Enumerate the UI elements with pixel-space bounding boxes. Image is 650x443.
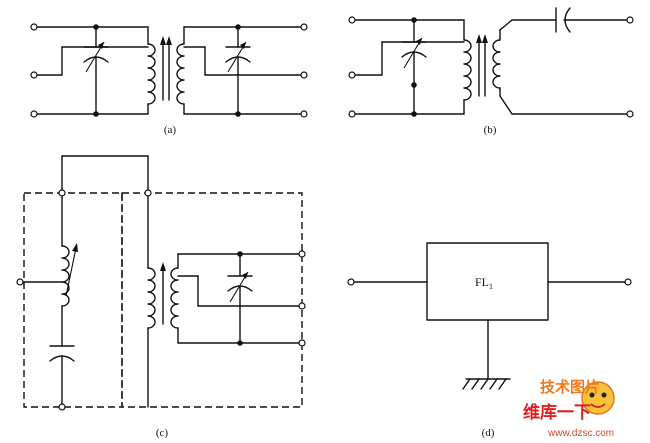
terminal xyxy=(300,110,308,118)
caption-a: (a) xyxy=(164,124,177,136)
caption-b: (b) xyxy=(484,124,497,136)
terminal xyxy=(144,189,152,197)
watermark-logo: 技术图片 维库一下 www.dzsc.com xyxy=(523,378,615,439)
circuit-d: FL1 (d) xyxy=(347,242,632,439)
capacitor-left-a xyxy=(83,26,109,115)
ground-icon xyxy=(462,378,511,390)
capacitor-right-a xyxy=(225,26,251,115)
terminal xyxy=(58,189,66,197)
watermark-top-text: 技术图片 xyxy=(540,378,600,396)
terminal xyxy=(30,71,38,79)
watermark-url: www.dzsc.com xyxy=(547,428,614,439)
dashed-enclosure-left xyxy=(23,192,123,408)
terminal xyxy=(347,278,355,286)
capacitor-b xyxy=(401,19,427,115)
circuit-b: (b) xyxy=(348,7,634,136)
terminal xyxy=(348,16,356,24)
terminal xyxy=(298,302,306,310)
terminal xyxy=(298,250,306,258)
terminal xyxy=(626,110,634,118)
dashed-enclosure-right xyxy=(121,192,303,408)
capacitor-c-right xyxy=(227,253,253,344)
series-capacitor-b xyxy=(555,7,629,33)
circuit-c: (c) xyxy=(16,155,306,439)
filter-label: FL1 xyxy=(475,275,493,291)
terminal xyxy=(300,23,308,31)
terminal xyxy=(298,339,306,347)
circuit-a: (a) xyxy=(30,23,308,136)
terminal xyxy=(300,71,308,79)
caption-d: (d) xyxy=(482,427,495,439)
terminal xyxy=(348,71,356,79)
terminal xyxy=(16,278,24,286)
terminal xyxy=(58,403,66,411)
terminal xyxy=(348,110,356,118)
terminal xyxy=(624,278,632,286)
terminal xyxy=(30,23,38,31)
capacitor-c-left xyxy=(49,345,75,405)
terminal xyxy=(30,110,38,118)
watermark-cn-text: 维库一下 xyxy=(523,402,591,423)
terminal xyxy=(626,16,634,24)
caption-c: (c) xyxy=(156,427,169,439)
filter-subscript: 1 xyxy=(489,282,493,291)
